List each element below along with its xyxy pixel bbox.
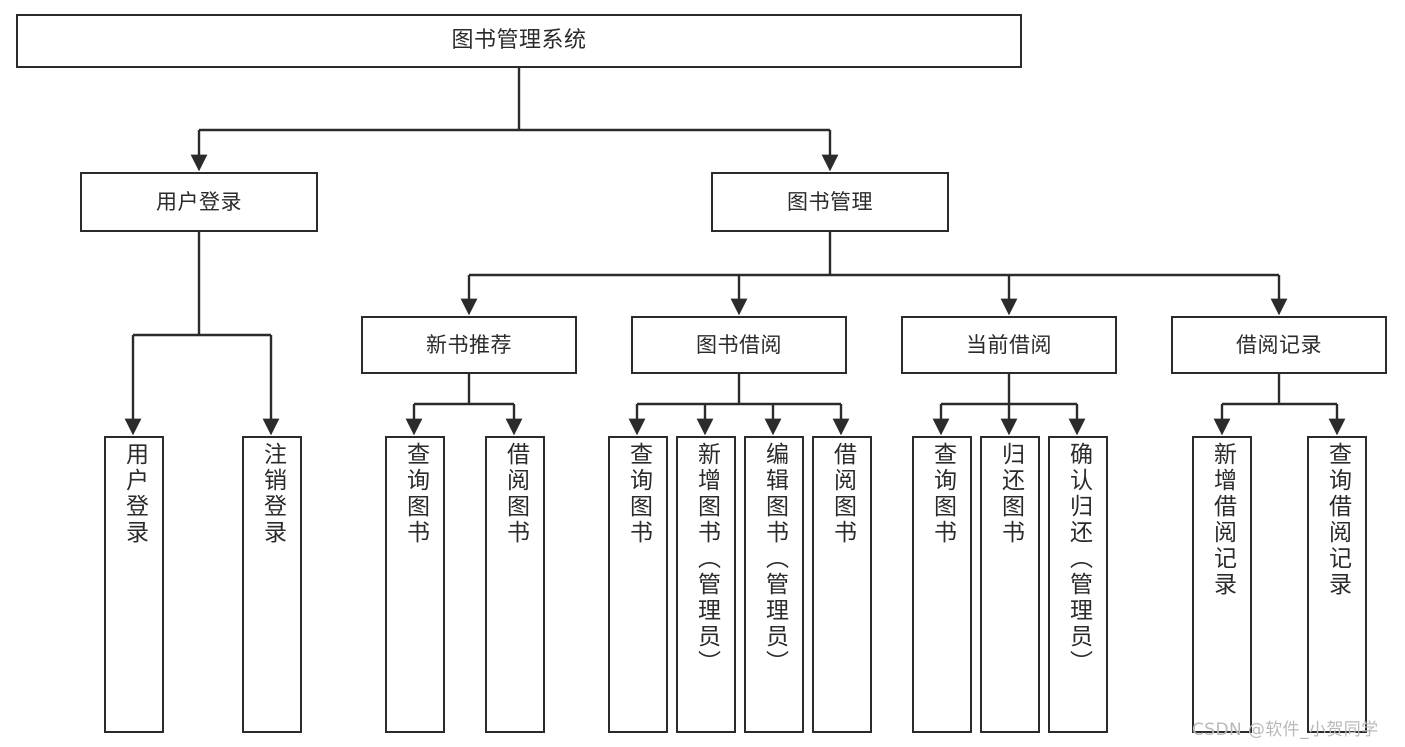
node-label: 图书借阅 <box>696 332 782 357</box>
leaf-query-borrow-record[interactable]: 查询借阅记录 <box>1307 436 1367 733</box>
leaf-add-borrow-record[interactable]: 新增借阅记录 <box>1192 436 1252 733</box>
leaf-query-book-cb[interactable]: 查询图书 <box>912 436 972 733</box>
node-label: 查询图书 <box>929 442 956 546</box>
node-label: 归还图书 <box>997 442 1024 546</box>
leaf-logout[interactable]: 注销登录 <box>242 436 302 733</box>
node-label: 确认归还（管理员） <box>1065 442 1092 676</box>
node-new-book-recommendation[interactable]: 新书推荐 <box>361 316 577 374</box>
node-user-login[interactable]: 用户登录 <box>80 172 318 232</box>
leaf-borrow-book-nbr[interactable]: 借阅图书 <box>485 436 545 733</box>
node-label: 用户登录 <box>121 442 148 546</box>
node-label: 借阅图书 <box>829 442 856 546</box>
node-root-book-management-system[interactable]: 图书管理系统 <box>16 14 1022 68</box>
node-label: 图书管理系统 <box>451 28 587 54</box>
node-label: 查询图书 <box>402 442 429 546</box>
node-label: 编辑图书（管理员） <box>761 442 788 676</box>
node-book-borrowing[interactable]: 图书借阅 <box>631 316 847 374</box>
node-book-management[interactable]: 图书管理 <box>711 172 949 232</box>
node-current-borrowing[interactable]: 当前借阅 <box>901 316 1117 374</box>
leaf-return-book[interactable]: 归还图书 <box>980 436 1040 733</box>
leaf-query-book-nbr[interactable]: 查询图书 <box>385 436 445 733</box>
node-label: 借阅记录 <box>1236 332 1322 357</box>
leaf-edit-book-admin[interactable]: 编辑图书（管理员） <box>744 436 804 733</box>
node-label: 新书推荐 <box>426 332 512 357</box>
leaf-user-login[interactable]: 用户登录 <box>104 436 164 733</box>
node-borrowing-record[interactable]: 借阅记录 <box>1171 316 1387 374</box>
node-label: 借阅图书 <box>502 442 529 546</box>
node-label: 查询图书 <box>625 442 652 546</box>
node-label: 新增图书（管理员） <box>693 442 720 676</box>
node-label: 用户登录 <box>156 189 242 214</box>
leaf-confirm-return-admin[interactable]: 确认归还（管理员） <box>1048 436 1108 733</box>
node-label: 图书管理 <box>787 189 873 214</box>
csdn-watermark: CSDN @软件_小贺同学 <box>1192 720 1379 740</box>
node-label: 注销登录 <box>259 442 286 546</box>
node-label: 查询借阅记录 <box>1324 442 1351 598</box>
leaf-query-book-bb[interactable]: 查询图书 <box>608 436 668 733</box>
node-label: 当前借阅 <box>966 332 1052 357</box>
node-label: 新增借阅记录 <box>1209 442 1236 598</box>
leaf-add-book-admin[interactable]: 新增图书（管理员） <box>676 436 736 733</box>
leaf-borrow-book-bb[interactable]: 借阅图书 <box>812 436 872 733</box>
